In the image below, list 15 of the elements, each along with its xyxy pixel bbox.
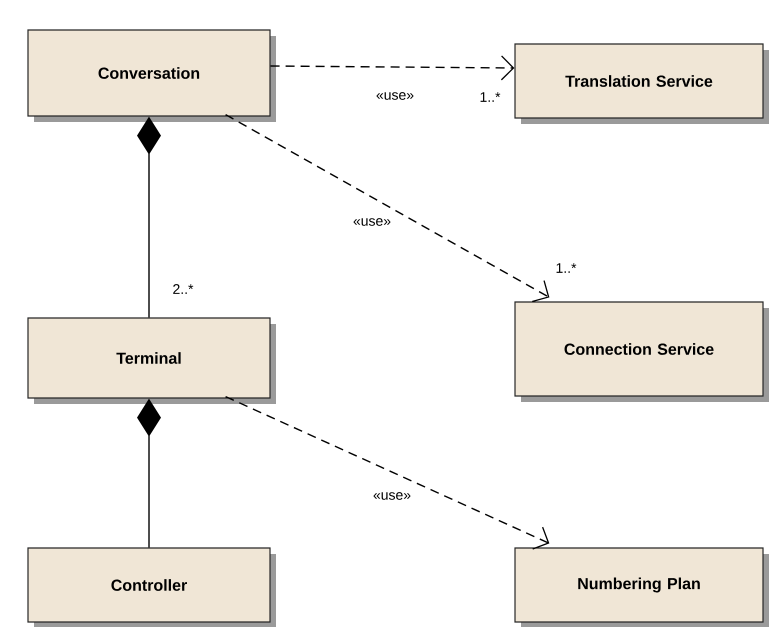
class-box: Translation Service — [514, 43, 769, 124]
edge-label: «use» — [372, 491, 412, 501]
multiplicity-label: 1..* — [478, 91, 502, 103]
class-box: Numbering Plan — [514, 547, 769, 627]
dependency-arrow — [225, 396, 550, 550]
edge-label: «use» — [352, 217, 392, 227]
class-box: Conversation — [27, 29, 276, 122]
multiplicity-label: 2..* — [172, 283, 194, 295]
edge-label: «use» — [374, 91, 416, 101]
dependency-arrow — [270, 55, 514, 80]
class-box: Connection Service — [514, 301, 769, 402]
dependency-arrow — [225, 114, 550, 302]
class-box: Controller — [27, 547, 276, 627]
class-box: Terminal — [27, 317, 276, 404]
multiplicity-label: 1..* — [554, 262, 578, 274]
